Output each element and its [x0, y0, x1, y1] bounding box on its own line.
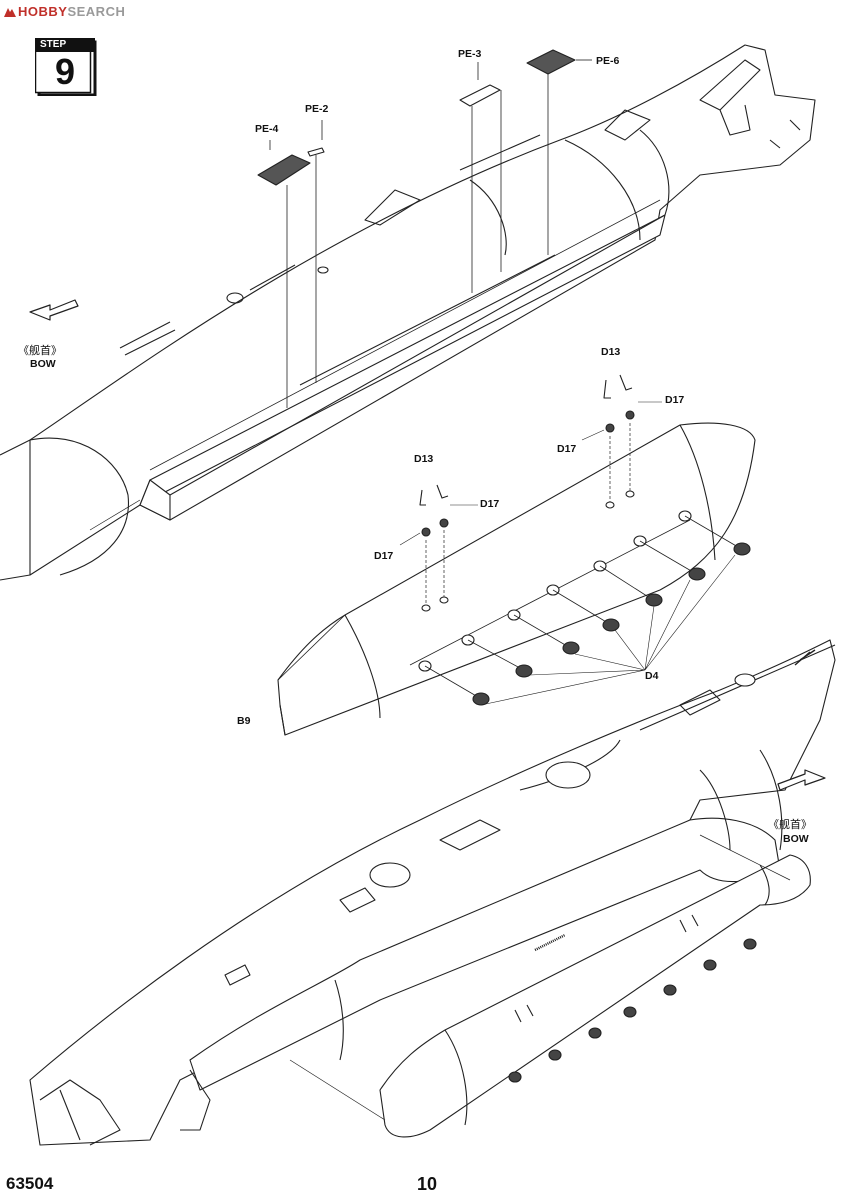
label-d17-mid-right: D17	[480, 498, 500, 510]
logo-icon	[4, 8, 16, 17]
step-label: STEP	[35, 38, 95, 52]
upper-hull	[0, 44, 816, 581]
page-number: 10	[417, 1174, 438, 1194]
step-number: 9	[54, 51, 76, 92]
pe-leaders	[269, 59, 592, 408]
label-b9: B9	[237, 715, 251, 727]
pe-parts	[257, 49, 576, 186]
watermark-brand: HOBBY	[18, 4, 68, 19]
hobbysearch-watermark: HOBBYSEARCH	[4, 4, 125, 19]
label-pe-2: PE-2	[305, 103, 329, 115]
bow-label-top-cn: 《舰首》	[18, 344, 62, 357]
product-code: 63504	[6, 1174, 54, 1193]
lower-float	[289, 834, 811, 1138]
bow-label-bottom-en: BOW	[783, 833, 809, 845]
float-b9	[277, 422, 756, 736]
bow-arrow-bottom	[777, 769, 826, 791]
label-d17-top-left: D17	[557, 443, 577, 455]
label-d13-mid: D13	[414, 453, 434, 465]
label-d17-mid-left: D17	[374, 550, 394, 562]
d4-fittings	[418, 510, 751, 706]
d13-d17-pins	[399, 374, 662, 612]
bow-label-bottom-cn: 《舰首》	[768, 818, 812, 831]
label-pe-3: PE-3	[458, 48, 482, 60]
bow-label-top-en: BOW	[30, 358, 56, 370]
label-d4: D4	[645, 670, 659, 682]
lower-hull	[29, 639, 836, 1146]
label-d17-top-right: D17	[665, 394, 685, 406]
label-pe-4: PE-4	[255, 123, 279, 135]
bow-arrow-top	[29, 299, 79, 321]
watermark-rest: SEARCH	[67, 4, 126, 19]
step-badge: STEP 9	[35, 38, 97, 96]
label-pe-6: PE-6	[596, 55, 620, 67]
label-d13-top: D13	[601, 346, 621, 358]
